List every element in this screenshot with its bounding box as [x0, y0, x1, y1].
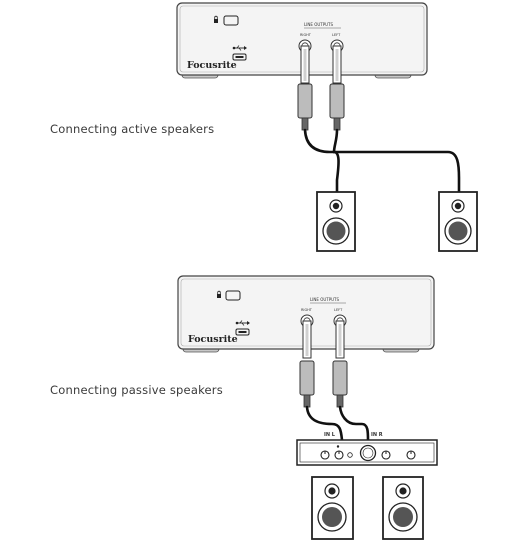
- left-output-label: LEFT: [332, 33, 341, 37]
- kensington-lock-icon: [217, 290, 221, 298]
- jack-plug-right-top: [297, 45, 313, 131]
- usb-icon: [232, 45, 247, 61]
- active-speaker-right: [438, 191, 478, 252]
- line-outputs-label: LINE OUTPUTS: [304, 22, 334, 27]
- amp-volume-knob-icon: [359, 444, 377, 462]
- amp-input-left-label: IN L: [324, 432, 336, 438]
- amp-knob-icon: [381, 450, 391, 460]
- power-port-icon: [225, 290, 241, 301]
- brand-logo: Focusrite: [188, 334, 238, 345]
- jack-plug-left-bottom: [332, 320, 348, 408]
- right-output-label: RIGHT: [301, 308, 313, 312]
- caption-passive-speakers: Connecting passive speakers: [50, 383, 223, 397]
- amp-knob-icon: [320, 450, 330, 460]
- kensington-lock-icon: [214, 15, 218, 23]
- passive-speaker-right: [382, 476, 424, 540]
- cables-passive: [305, 405, 370, 442]
- cables-active: [303, 128, 461, 194]
- power-port-icon: [223, 15, 239, 26]
- brand-logo: Focusrite: [187, 60, 237, 71]
- jack-plug-right-bottom: [299, 320, 315, 408]
- jack-plug-left-top: [329, 45, 345, 131]
- amp-knob-icon: [406, 450, 416, 460]
- amp-led-icon: [347, 452, 353, 458]
- amplifier: IN L IN R: [296, 432, 438, 466]
- amp-knob-icon: [334, 450, 344, 460]
- active-speaker-left: [316, 191, 356, 252]
- usb-icon: [235, 320, 250, 336]
- left-output-label: LEFT: [334, 308, 343, 312]
- caption-active-speakers: Connecting active speakers: [50, 122, 215, 136]
- line-outputs-label: LINE OUTPUTS: [310, 297, 340, 302]
- amp-input-right-label: IN R: [371, 432, 383, 438]
- right-output-label: RIGHT: [300, 33, 312, 37]
- passive-speaker-left: [311, 476, 354, 540]
